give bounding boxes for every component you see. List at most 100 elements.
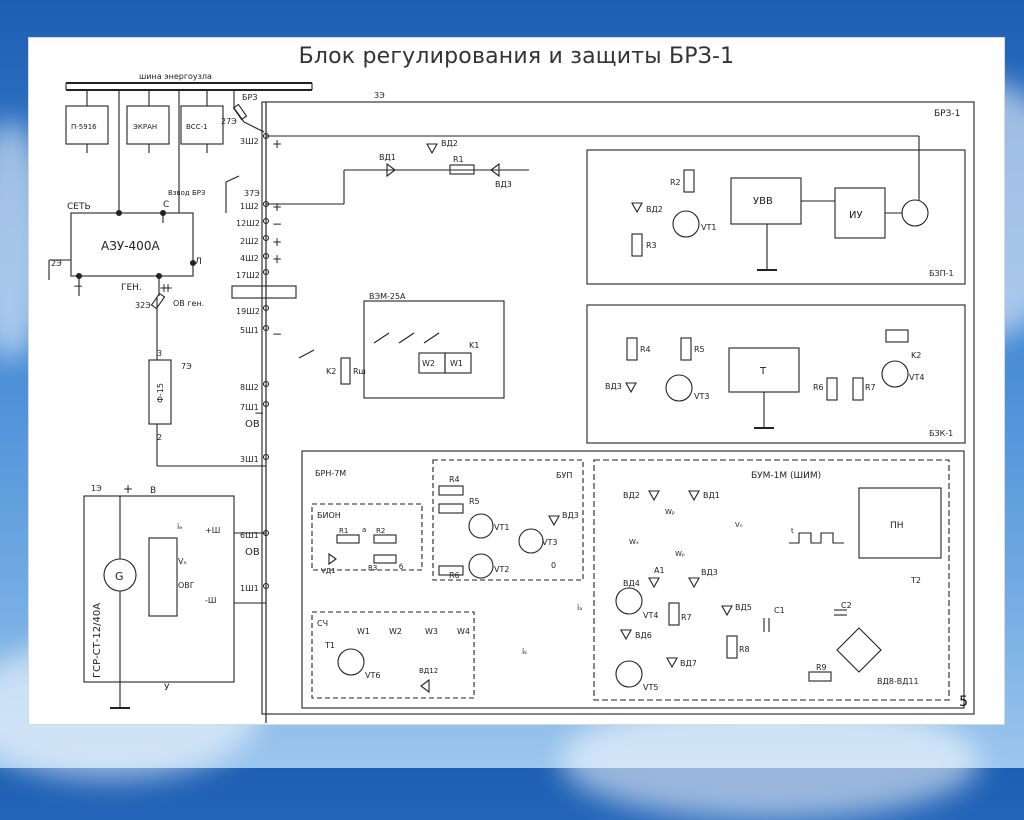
svg-text:R4: R4 xyxy=(449,475,460,484)
svg-text:1Ш2: 1Ш2 xyxy=(240,202,259,211)
svg-text:t: t xyxy=(791,527,794,535)
top-diode-chain: ВД2 ВД1 R1 ВД3 xyxy=(266,135,920,205)
svg-text:ВД2: ВД2 xyxy=(623,491,640,500)
svg-text:K2: K2 xyxy=(326,367,336,376)
svg-text:VT3: VT3 xyxy=(694,392,709,401)
svg-text:ВД4: ВД4 xyxy=(623,579,640,588)
slide: Блок регулирования и защиты БРЗ-1 шина э… xyxy=(28,37,1005,725)
svg-text:VT1: VT1 xyxy=(494,523,509,532)
k2-shunt: K2 Rш xyxy=(298,349,366,385)
svg-text:7Э: 7Э xyxy=(181,362,192,371)
svg-text:-Ш: -Ш xyxy=(205,596,216,605)
svg-text:ВД8-ВД11: ВД8-ВД11 xyxy=(877,677,919,686)
vem-25a-block: ВЭМ-25А W2 W1 K1 xyxy=(363,292,505,399)
svg-text:R7: R7 xyxy=(681,613,692,622)
svg-text:+: + xyxy=(272,200,282,214)
slide-number: 5 xyxy=(959,694,968,710)
svg-text:VД1: VД1 xyxy=(321,567,336,575)
svg-text:+: + xyxy=(123,482,133,496)
svg-text:−: − xyxy=(254,406,264,420)
svg-text:Т2: Т2 xyxy=(910,576,921,585)
bzk-1-block: БЗК-1 Т R4 R5 ВД3 VT3 R6 R7 VT4 K2 xyxy=(586,304,966,444)
svg-text:ВД5: ВД5 xyxy=(735,603,752,612)
azu-400a-block: АЗУ-400А СЕТЬ С Л ГЕН. 2Э − + xyxy=(48,200,202,296)
svg-text:32Э: 32Э xyxy=(135,301,151,310)
svg-text:R5: R5 xyxy=(694,345,705,354)
svg-text:ОВ: ОВ xyxy=(245,419,260,430)
schematic-diagram: шина энергоузла П-5916 ЭКРАН ВСС-1 АЗУ-4… xyxy=(48,72,975,723)
svg-text:−: − xyxy=(272,217,282,231)
svg-text:17Ш2: 17Ш2 xyxy=(236,271,260,280)
svg-text:R2: R2 xyxy=(376,527,385,535)
svg-text:R1: R1 xyxy=(339,527,348,535)
svg-text:БРЗ-1: БРЗ-1 xyxy=(934,109,960,119)
svg-text:VT5: VT5 xyxy=(643,683,658,692)
svg-text:2Э: 2Э xyxy=(51,259,62,268)
svg-text:Wₓ: Wₓ xyxy=(629,538,639,546)
svg-text:+Ш: +Ш xyxy=(205,526,220,535)
svg-text:Wₚ: Wₚ xyxy=(665,508,675,516)
load-label: ВСС-1 xyxy=(186,123,208,131)
svg-text:2Ш2: 2Ш2 xyxy=(240,237,259,246)
azu-label: АЗУ-400А xyxy=(101,239,160,253)
svg-text:3Ш2: 3Ш2 xyxy=(240,137,259,146)
svg-text:0: 0 xyxy=(551,561,556,570)
svg-text:5Ш1: 5Ш1 xyxy=(240,326,259,335)
svg-text:R3: R3 xyxy=(368,564,377,572)
sch-block: СЧ W1 W2 W3 W4 T1 VT6 ВД12 iₖ iₐ xyxy=(311,603,582,699)
load-label: ЭКРАН xyxy=(133,123,157,131)
generator-block: 1Э + В У ГСР-СТ-12/40А G ОВГ +Ш -Ш iₑ Vₑ xyxy=(83,482,266,709)
svg-text:СЧ: СЧ xyxy=(317,619,328,628)
svg-text:ВД3: ВД3 xyxy=(701,568,718,577)
svg-text:8Ш2: 8Ш2 xyxy=(240,383,259,392)
slide-title: Блок регулирования и защиты БРЗ-1 xyxy=(298,44,735,69)
svg-text:+: + xyxy=(272,137,282,151)
svg-text:ВЭМ-25А: ВЭМ-25А xyxy=(369,292,406,301)
svg-text:K2: K2 xyxy=(911,351,921,360)
svg-text:ПН: ПН xyxy=(890,521,904,531)
connector-strip: 3Ш2 1Ш2 12Ш2 2Ш2 4Ш2 17Ш2 19Ш2 5Ш1 8Ш2 7… xyxy=(231,91,385,723)
svg-text:+: + xyxy=(272,235,282,249)
svg-text:R6: R6 xyxy=(813,383,824,392)
svg-text:УВВ: УВВ xyxy=(753,196,773,207)
svg-text:3Ш1: 3Ш1 xyxy=(240,455,259,464)
svg-text:ВД3: ВД3 xyxy=(495,180,512,189)
svg-text:Wₚ: Wₚ xyxy=(675,550,685,558)
svg-text:ВД12: ВД12 xyxy=(419,667,438,675)
svg-text:ВД6: ВД6 xyxy=(635,631,652,640)
svg-text:A1: A1 xyxy=(654,566,665,575)
svg-text:ГЕН.: ГЕН. xyxy=(121,283,142,293)
svg-text:W2: W2 xyxy=(422,359,435,368)
field-winding-phi15: Ф-15 7Э 3 2 xyxy=(148,298,266,467)
svg-text:VT3: VT3 xyxy=(542,538,557,547)
power-bus: шина энергоузла xyxy=(65,72,313,213)
svg-text:R4: R4 xyxy=(640,345,651,354)
svg-text:ВД7: ВД7 xyxy=(680,659,697,668)
svg-text:−: − xyxy=(272,327,282,341)
svg-text:VT4: VT4 xyxy=(643,611,658,620)
svg-text:В: В xyxy=(150,486,156,496)
svg-text:VT2: VT2 xyxy=(494,565,509,574)
svg-text:19Ш2: 19Ш2 xyxy=(236,307,260,316)
bup-block: БУП R4 R5 VT1 VT2 VT3 ВД3 R6 0 xyxy=(432,459,584,581)
svg-text:R5: R5 xyxy=(469,497,480,506)
svg-text:R7: R7 xyxy=(865,383,876,392)
svg-text:БЗК-1: БЗК-1 xyxy=(929,429,953,438)
loads: П-5916 ЭКРАН ВСС-1 xyxy=(65,105,224,153)
svg-text:VT4: VT4 xyxy=(909,373,924,382)
svg-text:С: С xyxy=(163,200,169,210)
svg-text:G: G xyxy=(115,570,124,583)
svg-text:У: У xyxy=(164,683,170,693)
svg-text:ВД3: ВД3 xyxy=(562,511,579,520)
svg-text:+: + xyxy=(159,281,169,295)
svg-text:Vₙ: Vₙ xyxy=(735,521,743,529)
bum-1m-block: БУМ-1М (ШИМ) ВД2 ВД1 Wₚ Wₓ Wₚ A1 ВД4 ВД3… xyxy=(593,459,950,701)
svg-text:iₑ: iₑ xyxy=(177,522,183,531)
svg-text:C1: C1 xyxy=(774,606,785,615)
svg-text:C2: C2 xyxy=(841,601,852,610)
svg-text:ВД2: ВД2 xyxy=(441,139,458,148)
svg-text:−: − xyxy=(73,279,83,293)
svg-text:+: + xyxy=(272,252,282,266)
svg-text:3Э: 3Э xyxy=(374,91,385,100)
svg-text:СЕТЬ: СЕТЬ xyxy=(67,202,91,212)
